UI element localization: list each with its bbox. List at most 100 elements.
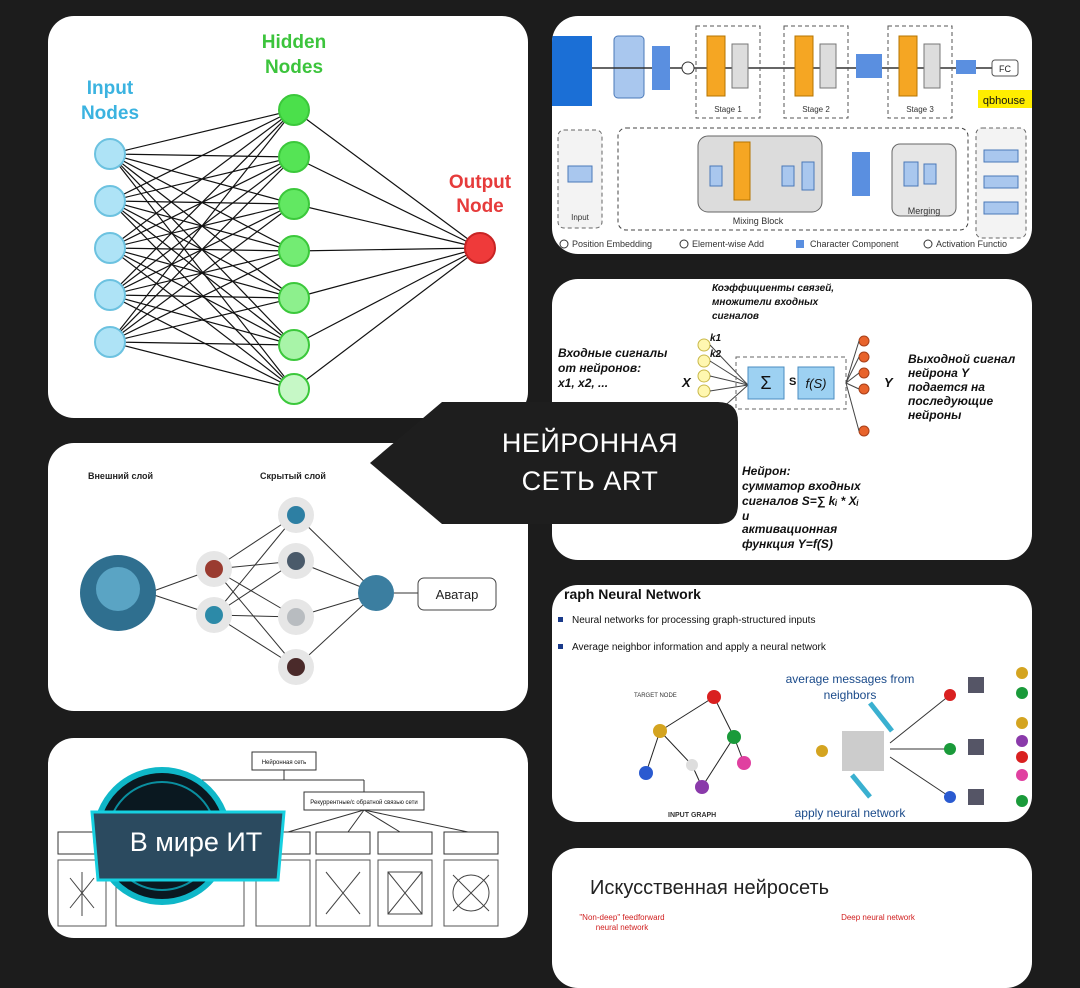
connection-line <box>109 341 295 390</box>
input-node <box>94 232 126 264</box>
svg-text:сигналов: сигналов <box>712 311 759 322</box>
connection-line <box>109 250 295 343</box>
connection-line <box>293 247 481 346</box>
badge-label: В мире ИТ <box>129 827 263 857</box>
bullet-icon <box>558 617 563 622</box>
bn-box <box>567 165 593 183</box>
stage3-label: Stage 3 <box>906 105 934 114</box>
combining-box <box>923 43 941 89</box>
stage3-box <box>887 25 953 119</box>
hidden-node <box>278 373 310 405</box>
svg-text:нейрона Y: нейрона Y <box>908 366 970 380</box>
hidden-label-1: Hidden <box>262 32 326 53</box>
callout-bubble: НЕЙРОННАЯ СЕТЬ ART <box>370 402 738 524</box>
agg-edges <box>889 694 951 798</box>
k2-label: k2 <box>710 349 722 360</box>
svg-text:функция Y=f(S): функция Y=f(S) <box>742 537 833 551</box>
add-icon <box>681 61 695 75</box>
non-deep-label: neural network <box>596 923 649 932</box>
hidden-node <box>278 94 310 126</box>
output-label-1: Output <box>449 172 512 193</box>
hidden-node <box>278 188 310 220</box>
tensor-block <box>652 46 670 90</box>
local-global-mixing-box <box>733 141 751 201</box>
input-node <box>94 326 126 358</box>
neural-network-diagram-card[interactable]: Input Nodes Hidden Nodes Output Node <box>48 16 528 418</box>
dropout-box <box>983 149 1019 163</box>
mixing-blocks-box <box>898 35 918 97</box>
input-node-core <box>205 606 223 624</box>
tensor-block <box>852 152 870 196</box>
ln-box <box>781 165 795 187</box>
svg-text:активационная: активационная <box>742 522 837 536</box>
mixing-blocks-box <box>706 35 726 97</box>
connection-line <box>109 247 295 390</box>
tensor-block <box>956 60 976 74</box>
input-node <box>94 185 126 217</box>
hidden-layer-label: Скрытый слой <box>260 471 326 481</box>
fc-label: FC <box>999 64 1011 74</box>
connection-line <box>293 109 481 249</box>
callout-line-2: СЕТЬ ART <box>521 466 659 496</box>
tree-lines <box>197 770 469 833</box>
hidden-nodes <box>278 497 314 685</box>
connection-line <box>293 156 481 249</box>
mixing-block-detail <box>617 127 969 231</box>
graph-neural-network-card[interactable]: raph Neural Network Neural networks for … <box>552 585 1032 822</box>
connection-line <box>109 153 295 390</box>
non-deep-label: "Non-deep" feedforward <box>579 913 664 922</box>
svg-text:от нейронов:: от нейронов: <box>558 361 641 375</box>
avatar-output-box <box>417 577 497 611</box>
input-image <box>552 36 592 106</box>
mixing-block-label: Mixing Block <box>733 216 784 226</box>
hidden-node <box>278 282 310 314</box>
qbhouse-label: qbhouse <box>983 95 1025 107</box>
output-label-2: Node <box>456 196 504 217</box>
input-graph-nodes <box>639 690 751 794</box>
connection-line <box>293 203 481 249</box>
svg-text:Входные сигналы: Входные сигналы <box>558 346 668 360</box>
input-graph-edges <box>645 696 745 788</box>
connection-line <box>109 109 295 296</box>
connection-line <box>109 109 295 202</box>
input-label-2: Nodes <box>81 103 139 124</box>
mixing-blocks-box <box>794 35 814 97</box>
svg-text:Нейрон:: Нейрон: <box>742 464 791 478</box>
mlp-box <box>801 161 815 191</box>
qbhouse-tag <box>978 90 1032 108</box>
legend-item: Character Component <box>810 239 899 249</box>
hidden-nodes <box>278 94 310 405</box>
deep-label: Deep neural network <box>841 913 916 922</box>
s-label: S <box>789 376 796 388</box>
connection-line <box>293 247 481 299</box>
svg-text:и: и <box>742 509 750 523</box>
merging-box <box>731 43 749 89</box>
svg-text:сумматор входных: сумматор входных <box>742 479 862 493</box>
ai-network-card[interactable]: Искусственная нейросеть "Non-deep" feedf… <box>552 848 1032 988</box>
gnn-title: raph Neural Network <box>564 586 701 602</box>
linear-box <box>983 175 1019 189</box>
recurrent-label: Рекуррентные/с обратной связью сети <box>310 799 417 806</box>
svg-text:подается на: подается на <box>908 380 985 394</box>
connection-line <box>109 109 295 249</box>
hidden-node <box>278 141 310 173</box>
bullet-2: Average neighbor information and apply a… <box>572 642 827 653</box>
legend-item: Activation Functio <box>936 239 1007 249</box>
stage2-label: Stage 2 <box>802 105 830 114</box>
neighbor-nodes <box>944 667 1028 807</box>
diagram-sketches <box>69 871 490 916</box>
legend-item: Element-wise Add <box>692 239 764 249</box>
inputs-label: Входные сигналы от нейронов: x1, x2, ... <box>557 346 668 390</box>
svg-text:множители входных: множители входных <box>712 297 819 308</box>
bullet-1: Neural networks for processing graph-str… <box>572 615 815 626</box>
neuron-label: Нейрон: сумматор входных сигналов S=∑ kᵢ… <box>742 464 862 551</box>
fc-box <box>991 59 1019 77</box>
stage1-label: Stage 1 <box>714 105 742 114</box>
hidden-node <box>278 235 310 267</box>
ln-box <box>923 163 937 185</box>
stage1-box <box>695 25 761 119</box>
channel-badge[interactable]: В мире ИТ <box>88 762 288 922</box>
architecture-diagram-card[interactable]: Stage 1 Stage 2 Stage 3 FC qbhouse Input… <box>552 16 1032 254</box>
aggregate-box <box>842 731 884 771</box>
avatar-output-label: Аватар <box>436 587 479 602</box>
